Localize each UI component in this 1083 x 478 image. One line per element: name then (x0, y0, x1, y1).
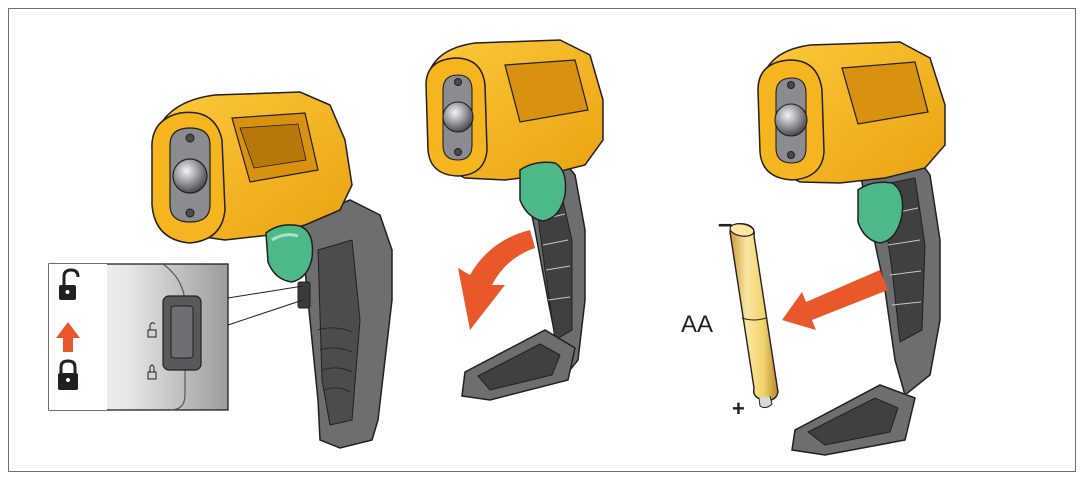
trigger (265, 224, 314, 283)
step2-device (425, 39, 604, 401)
step3-device (757, 41, 946, 456)
inset-small-lock-mark (147, 364, 157, 380)
unlocked-padlock-icon (59, 268, 80, 300)
unlock-arrow-icon (56, 322, 80, 352)
latch-inset (48, 263, 229, 411)
aa-battery (729, 222, 779, 409)
battery-plus-label: + (732, 396, 745, 421)
battery-minus-label: – (718, 208, 732, 238)
battery-size-label: AA (681, 311, 713, 338)
latch (297, 281, 311, 309)
inset-small-unlock-mark (147, 322, 157, 338)
locked-padlock-icon (58, 359, 78, 390)
lens (172, 158, 208, 194)
insert-battery-arrow-icon (782, 270, 888, 330)
step1-device (151, 91, 393, 449)
open-door-arrow-icon (458, 230, 535, 330)
